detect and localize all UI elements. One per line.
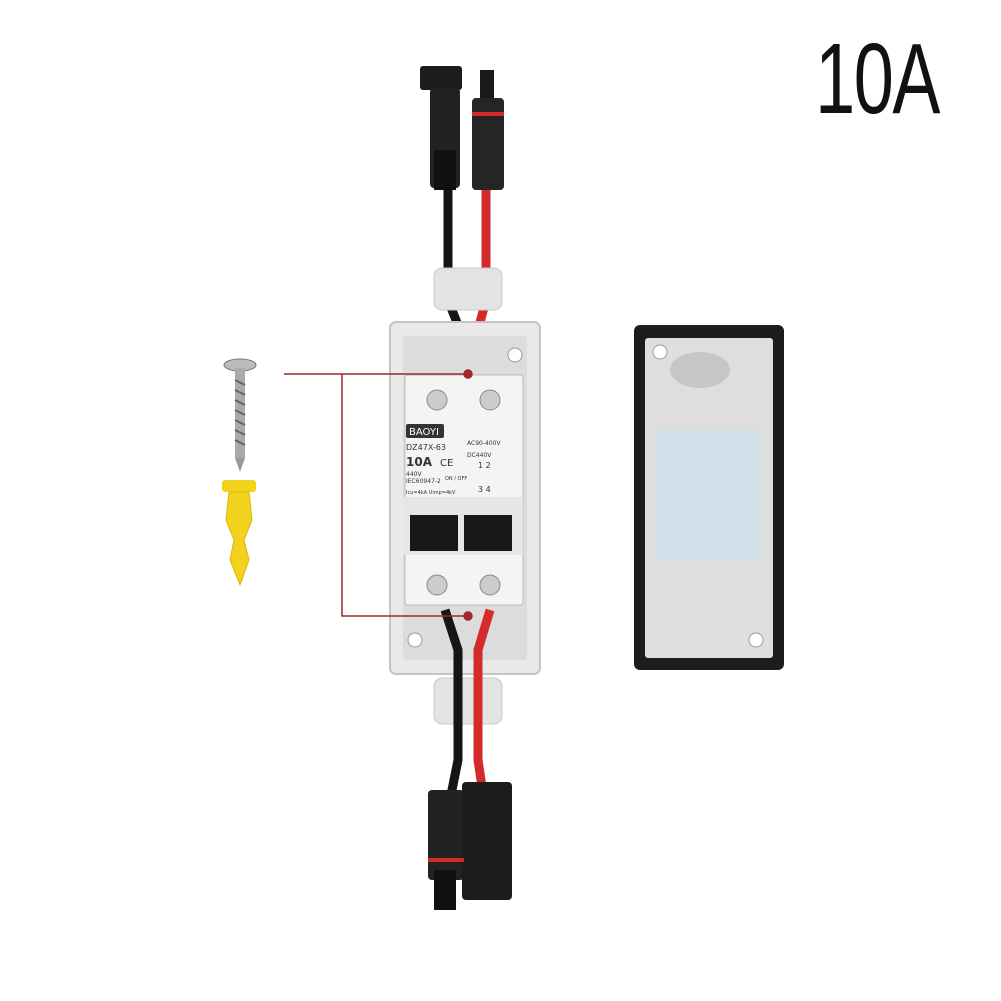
bottom-gland [433, 677, 503, 725]
poles-top: 1 2 [478, 461, 491, 470]
wall-plug [222, 480, 256, 587]
breaker-model: DZ47X-63 [406, 443, 446, 452]
breaker-voltage-ac: AC90-400V [467, 440, 501, 447]
top-gland [433, 267, 503, 311]
breaker-voltage-dc: DC440V [467, 452, 492, 459]
ce-mark: CE [440, 458, 453, 469]
leader-lines [284, 369, 473, 621]
breaker-standard: IEC60947-2 [406, 478, 441, 485]
top-connectors [420, 66, 504, 190]
poles-bottom: 3 4 [478, 485, 491, 494]
screw [223, 358, 257, 472]
circuit-breaker: BAOYI DZ47X-63 10A CE AC90-400V DC440V 1… [403, 374, 524, 606]
enclosure-lid [634, 325, 784, 670]
breaker-brand: BAOYI [409, 427, 439, 438]
breaker-rating: 10A [406, 455, 433, 469]
bottom-connectors [428, 782, 512, 910]
breaker-on-off: ON / OFF [445, 476, 467, 482]
bottom-cables [440, 608, 495, 801]
rating-title: 10A [815, 23, 940, 135]
breaker-toggle-right [464, 515, 512, 551]
breaker-capacity: Icu=4kA Uimp=4kV [406, 490, 456, 496]
breaker-toggle-left [410, 515, 458, 551]
breaker-spec: 440V [406, 471, 422, 478]
